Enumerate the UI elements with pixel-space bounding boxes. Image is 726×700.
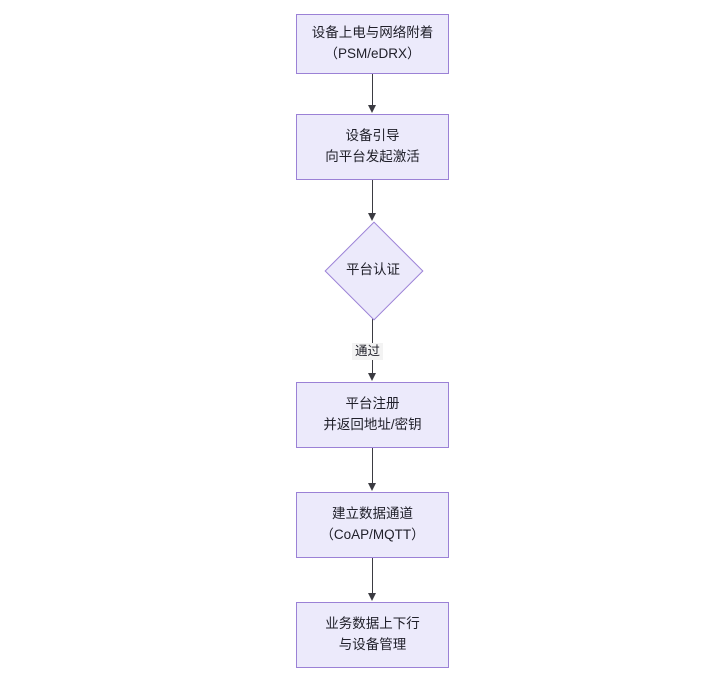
node-establish-data-channel-line-2: （CoAP/MQTT） <box>320 527 425 542</box>
node-business-data-and-device-management[interactable]: 业务数据上下行 与设备管理 <box>296 602 449 668</box>
edge-n5-n6-arrowhead <box>368 593 376 601</box>
node-power-on-network-attach-line-2: （PSM/eDRX） <box>324 46 421 61</box>
node-power-on-network-attach-line-1: 设备上电与网络附着 <box>311 25 434 41</box>
node-device-bootstrap-activation[interactable]: 设备引导 向平台发起激活 <box>296 114 449 180</box>
node-platform-registration-line-2: 并返回地址/密钥 <box>323 417 422 432</box>
node-device-bootstrap-activation-line-2: 向平台发起激活 <box>325 149 420 164</box>
node-business-data-and-device-management-line-2: 与设备管理 <box>338 637 407 652</box>
node-establish-data-channel[interactable]: 建立数据通道 （CoAP/MQTT） <box>296 492 449 558</box>
node-platform-registration-line-1: 平台注册 <box>345 396 400 412</box>
edge-n1-n2 <box>372 74 373 106</box>
edge-n1-n2-arrowhead <box>368 105 376 113</box>
edge-label-pass: 通过 <box>352 343 384 360</box>
node-business-data-and-device-management-line-1: 业务数据上下行 <box>325 616 420 632</box>
node-platform-authentication[interactable]: 平台认证 <box>324 221 424 321</box>
edge-n2-n3 <box>372 180 373 214</box>
node-platform-authentication-label: 平台认证 <box>346 261 400 277</box>
node-platform-registration[interactable]: 平台注册 并返回地址/密钥 <box>296 382 449 448</box>
edge-n3-n4-arrowhead <box>368 373 376 381</box>
edge-n5-n6 <box>372 558 373 594</box>
node-establish-data-channel-line-1: 建立数据通道 <box>332 506 413 522</box>
edge-n2-n3-arrowhead <box>368 213 376 221</box>
node-power-on-network-attach[interactable]: 设备上电与网络附着 （PSM/eDRX） <box>296 14 449 74</box>
edge-n4-n5 <box>372 448 373 484</box>
node-device-bootstrap-activation-line-1: 设备引导 <box>345 128 400 144</box>
edge-n4-n5-arrowhead <box>368 483 376 491</box>
